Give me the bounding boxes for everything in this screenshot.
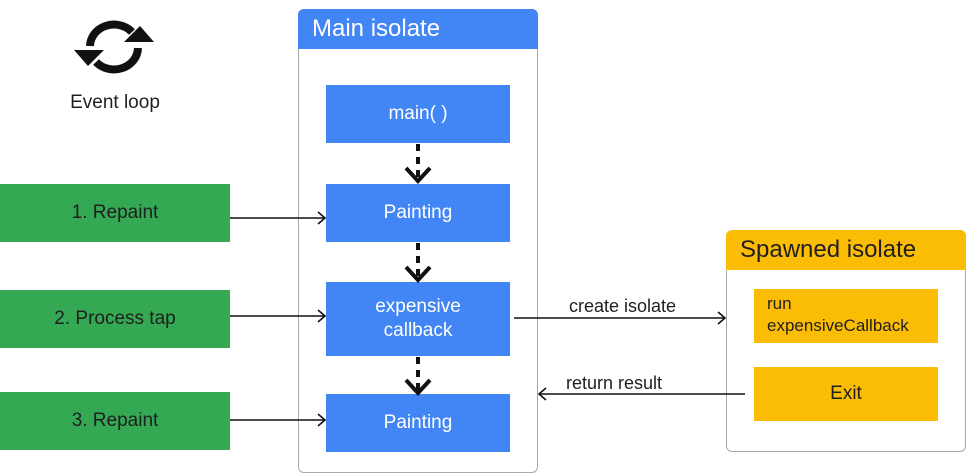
step-label-line2: callback (383, 320, 453, 341)
task-label: 2. Process tap (54, 308, 176, 329)
exit-label: Exit (830, 383, 862, 404)
task-label: 1. Repaint (71, 202, 159, 223)
task-process-tap: 2. Process tap (0, 290, 230, 348)
step-label-line1: expensive (375, 296, 461, 317)
main-isolate-title: Main isolate (298, 9, 538, 49)
run-label-line1: run (767, 294, 792, 313)
spawned-isolate-title: Spawned isolate (726, 230, 966, 270)
return-result-label: return result (566, 373, 663, 393)
step-main: main( ) (326, 85, 510, 143)
step-expensive-callback: expensive callback (326, 282, 510, 356)
step-painting-2: Painting (326, 394, 510, 452)
task-repaint-1: 1. Repaint (0, 184, 230, 242)
event-loop-label: Event loop (70, 92, 160, 113)
run-label-line2: expensiveCallback (767, 316, 909, 335)
step-label: Painting (383, 412, 453, 433)
step-painting-1: Painting (326, 184, 510, 242)
run-expensive-callback-box: run expensiveCallback (754, 289, 938, 343)
task-repaint-3: 3. Repaint (0, 392, 230, 450)
step-label: main( ) (388, 103, 448, 124)
event-loop-icon (70, 12, 158, 80)
task-label: 3. Repaint (71, 410, 159, 431)
create-isolate-label: create isolate (569, 296, 677, 316)
step-label: Painting (383, 202, 453, 223)
exit-box: Exit (754, 367, 938, 421)
